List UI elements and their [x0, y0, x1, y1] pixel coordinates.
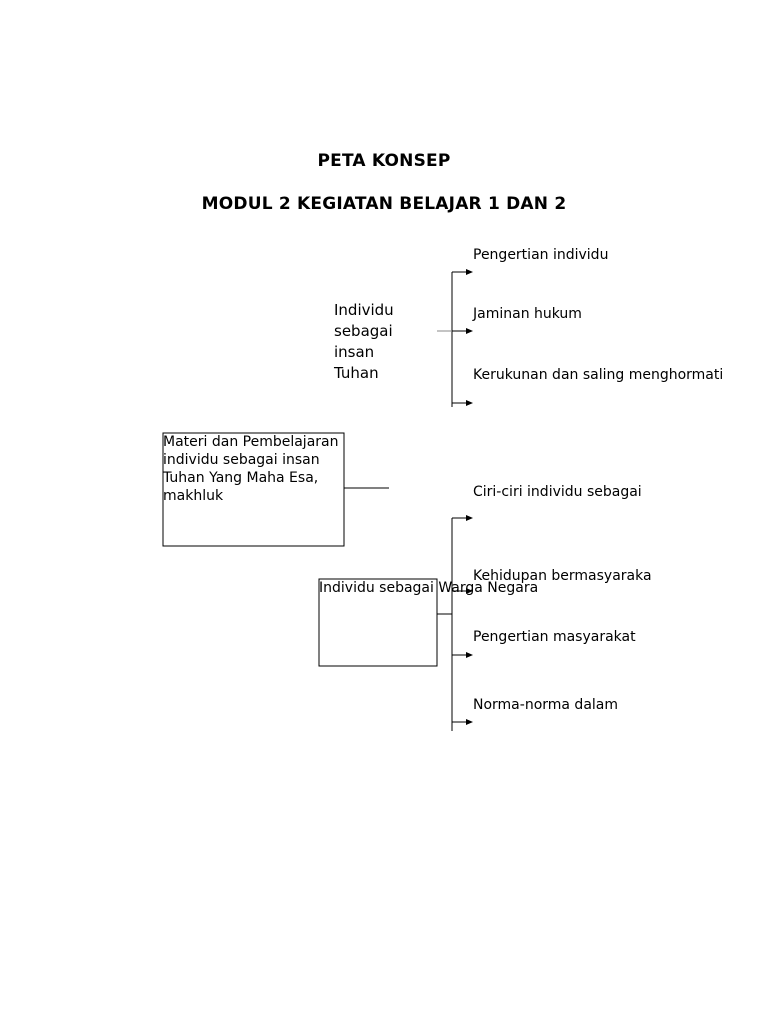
warga-node-label: Individu sebagai Warga Negara [319, 580, 539, 596]
main-node-line: Materi dan Pembelajaran [163, 434, 339, 450]
warga-arrowhead-4 [466, 719, 473, 725]
page-title: PETA KONSEP [317, 151, 451, 171]
warga-item-1: Ciri-ciri individu sebagai [473, 484, 642, 500]
tuhan-item-3: Kerukunan dan saling menghormati [473, 367, 724, 383]
warga-arrowhead-3 [466, 652, 473, 658]
warga-item-3: Pengertian masyarakat [473, 629, 636, 645]
warga-arrowhead-2 [466, 588, 473, 594]
warga-item-4: Norma-norma dalam [473, 697, 619, 713]
main-node-line: Tuhan Yang Maha Esa, [163, 470, 319, 486]
warga-item-2: Kehidupan bermasyaraka [473, 568, 652, 584]
tuhan-node-line: Tuhan [334, 364, 379, 382]
main-node-box [162, 432, 345, 547]
tuhan-arrowhead-3 [466, 400, 473, 406]
tuhan-item-2: Jaminan hukum [473, 306, 582, 322]
page-subtitle: MODUL 2 KEGIATAN BELAJAR 1 DAN 2 [201, 194, 567, 214]
tuhan-item-1: Pengertian individu [473, 247, 609, 263]
warga-arrowhead-1 [466, 515, 473, 521]
main-node-line: makhluk [163, 488, 224, 504]
tuhan-node-label: Individu sebagai insan Tuhan [334, 300, 414, 384]
tuhan-node-line: insan [334, 343, 375, 361]
warga-node-box [318, 578, 438, 667]
main-node-line: individu sebagai insan [163, 452, 320, 468]
tuhan-node-line: Individu [334, 301, 394, 319]
tuhan-arrowhead-1 [466, 269, 473, 275]
main-node-text: Materi dan Pembelajaran individu sebagai… [163, 433, 345, 505]
tuhan-arrowhead-2 [466, 328, 473, 334]
tuhan-node-line: sebagai [334, 322, 393, 340]
